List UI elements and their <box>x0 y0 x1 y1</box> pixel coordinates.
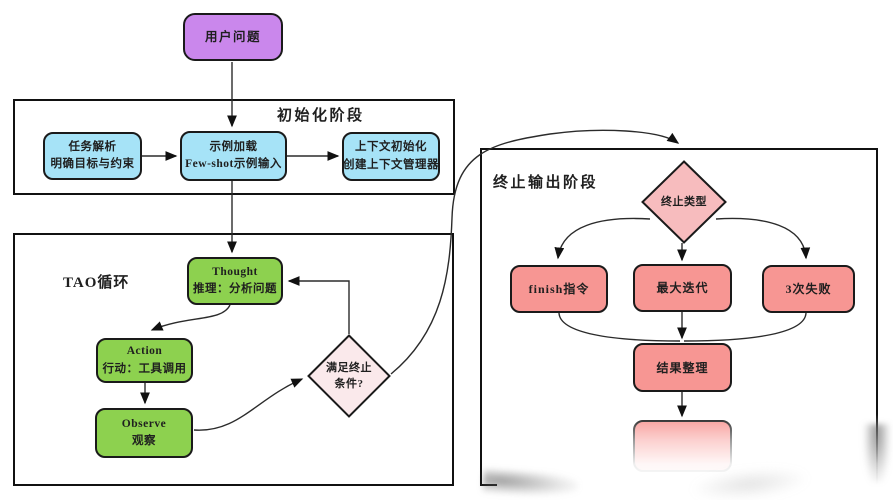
node-label: 上下文初始化 <box>355 141 427 154</box>
node-label: 用户问题 <box>204 29 261 44</box>
node-task-parsing: 任务解析 明确目标与约束 <box>43 132 142 180</box>
diamond-shape <box>641 160 727 244</box>
node-context-init: 上下文初始化 创建上下文管理器 <box>342 132 440 181</box>
node-sublabel: Few-shot示例输入 <box>185 158 282 170</box>
node-label: 示例加载 <box>209 140 258 153</box>
decision-text: 满足终止 条件? <box>307 334 391 418</box>
node-finish-command: finish指令 <box>510 265 608 313</box>
node-label: 最大迭代 <box>656 281 709 295</box>
node-action: Action 行动：工具调用 <box>96 338 193 383</box>
node-label: 结果整理 <box>656 360 709 375</box>
decision-text: 终止类型 <box>641 160 727 244</box>
init-phase-title: 初始化阶段 <box>277 108 365 124</box>
node-label: 任务解析 <box>68 140 117 153</box>
diamond-shape <box>307 334 391 418</box>
node-final-output-faded <box>633 420 732 472</box>
node-label: Thought <box>212 265 258 278</box>
node-observe: Observe 观察 <box>95 408 193 458</box>
node-sublabel: 条件? <box>334 378 364 390</box>
node-label: finish指令 <box>528 282 590 296</box>
decision-termination-type: 终止类型 <box>641 160 727 244</box>
node-sublabel: 观察 <box>132 435 156 447</box>
node-result-organization: 结果整理 <box>633 343 732 392</box>
node-label: 3次失败 <box>785 282 832 296</box>
node-thought: Thought 推理：分析问题 <box>187 257 283 305</box>
node-three-failures: 3次失败 <box>762 265 855 313</box>
node-label: Action <box>126 345 163 358</box>
node-sublabel: 明确目标与约束 <box>50 158 135 170</box>
node-user-question: 用户问题 <box>183 13 283 61</box>
node-label: 满足终止 <box>326 361 372 374</box>
node-example-loading: 示例加载 Few-shot示例输入 <box>180 131 287 181</box>
node-sublabel: 行动：工具调用 <box>102 362 187 375</box>
node-sublabel: 创建上下文管理器 <box>343 158 439 171</box>
node-label: 终止类型 <box>661 195 707 208</box>
node-sublabel: 推理：分析问题 <box>193 283 277 295</box>
tao-loop-title: TAO循环 <box>63 275 130 291</box>
decision-termination-condition: 满足终止 条件? <box>307 334 391 418</box>
termination-phase-title: 终止输出阶段 <box>493 175 599 191</box>
node-label: Observe <box>121 417 167 430</box>
node-max-iterations: 最大迭代 <box>633 264 732 312</box>
